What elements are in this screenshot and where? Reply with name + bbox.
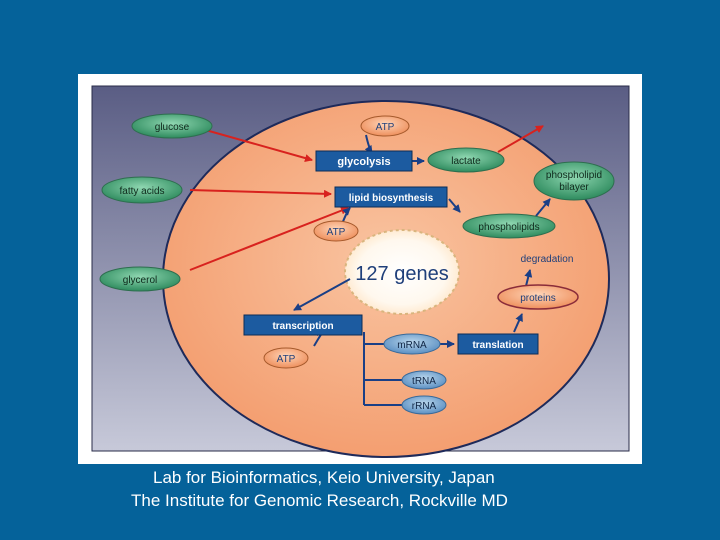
genes-label: 127 genes <box>355 263 448 285</box>
fatty-acids-label: fatty acids <box>119 186 164 197</box>
arrow-glycerol-lipid <box>189 206 349 271</box>
box-transcription: transcription <box>243 314 363 336</box>
rrna-label: rRNA <box>412 401 437 412</box>
phospholipid-bilayer-label-1: phospholipid <box>546 170 602 181</box>
figure-frame: 127 genes glucose <box>78 74 642 464</box>
arrow-phospholipids-bilayer <box>535 198 551 217</box>
node-atp-mid: ATP <box>313 220 359 242</box>
red-arrows <box>189 125 544 271</box>
rna-bracket <box>363 332 404 406</box>
atp-top-label: ATP <box>376 122 395 133</box>
box-translation: translation <box>457 333 539 355</box>
arrow-translation-proteins <box>513 313 523 333</box>
phospholipid-bilayer-label-2: bilayer <box>559 182 589 193</box>
arrow-fatty-acids-lipid <box>189 189 332 198</box>
box-glycolysis: glycolysis <box>315 150 413 172</box>
node-glycerol: glycerol <box>99 266 181 292</box>
box-lipid-biosynthesis: lipid biosynthesis <box>334 186 448 208</box>
glycolysis-label: glycolysis <box>337 156 390 168</box>
trna-label: tRNA <box>412 376 436 387</box>
node-phospholipids: phospholipids <box>462 213 556 239</box>
metabolism-diagram: 127 genes glucose <box>91 85 630 458</box>
atp-bottom-label: ATP <box>277 354 296 365</box>
node-mrna: mRNA <box>383 333 441 355</box>
atp-mid-label: ATP <box>327 227 346 238</box>
degradation-label: degradation <box>521 254 574 265</box>
caption-line-1: Lab for Bioinformatics, Keio University,… <box>153 468 495 487</box>
arrow-genes-transcription <box>293 278 351 311</box>
glucose-label: glucose <box>155 122 190 133</box>
node-proteins: proteins <box>497 284 579 310</box>
arrow-lactate-out <box>497 125 544 153</box>
phospholipids-label: phospholipids <box>478 222 539 233</box>
node-glucose: glucose <box>131 113 213 139</box>
node-rrna: rRNA <box>401 395 447 415</box>
node-atp-top: ATP <box>360 115 410 137</box>
proteins-label: proteins <box>520 293 556 304</box>
node-atp-bottom: ATP <box>263 347 309 369</box>
arrow-lipid-phospholipids <box>448 198 461 213</box>
glycerol-label: glycerol <box>123 275 157 286</box>
caption-line-2: The Institute for Genomic Research, Rock… <box>131 491 508 510</box>
translation-label: translation <box>472 340 523 351</box>
lactate-label: lactate <box>451 156 481 167</box>
nucleus <box>344 229 460 315</box>
transcription-label: transcription <box>272 321 333 332</box>
mrna-label: mRNA <box>397 340 427 351</box>
node-fatty-acids: fatty acids <box>101 176 183 204</box>
arrow-glucose-glycolysis <box>194 126 313 162</box>
arrow-proteins-degradation <box>524 269 533 287</box>
node-phospholipid-bilayer: phospholipid bilayer <box>533 161 615 201</box>
node-lactate: lactate <box>427 147 505 173</box>
lipid-biosynthesis-label: lipid biosynthesis <box>349 193 434 204</box>
node-trna: tRNA <box>401 370 447 390</box>
